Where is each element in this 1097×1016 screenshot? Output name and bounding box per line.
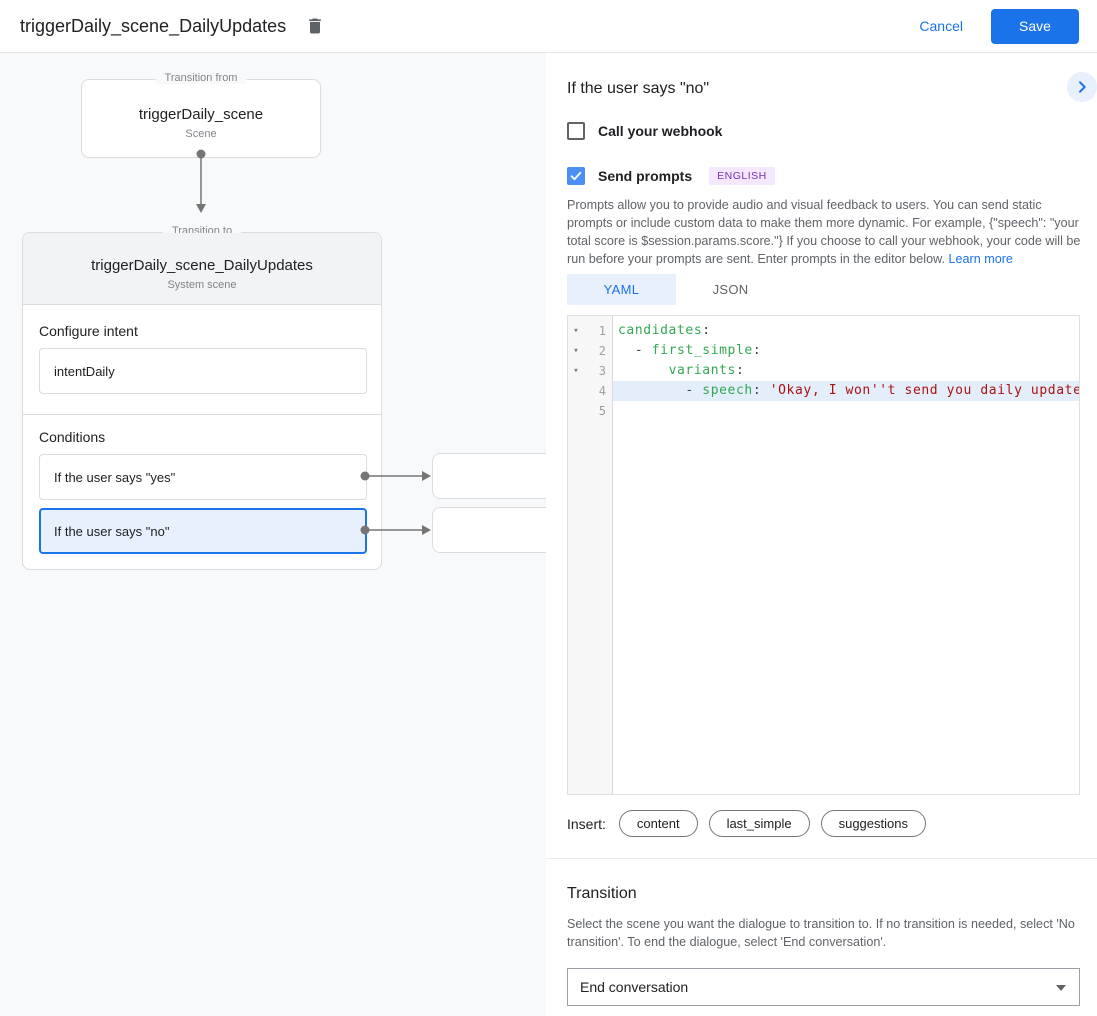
code-line: ▾ 1 candidates:: [568, 321, 1079, 341]
fold-toggle-icon[interactable]: ▾: [573, 346, 579, 356]
prompts-checkbox-label: Send prompts: [598, 168, 693, 184]
tab-json[interactable]: JSON: [712, 282, 749, 297]
transition-heading: Transition: [567, 885, 637, 902]
flow-canvas: Transition from triggerDaily_scene Scene…: [0, 53, 546, 1016]
condition-item-no[interactable]: If the user says "no": [39, 508, 367, 554]
code-line: ▾ 2 - first_simple:: [568, 341, 1079, 361]
configure-intent-label: Configure intent: [39, 323, 138, 339]
learn-more-link[interactable]: Learn more: [948, 252, 1013, 266]
insert-chip-suggestions[interactable]: suggestions: [820, 810, 926, 837]
prompts-description: Prompts allow you to provide audio and v…: [567, 196, 1083, 268]
caret-down-icon: [1056, 985, 1066, 991]
insert-chip-content[interactable]: content: [618, 810, 698, 837]
code-line: 5: [568, 401, 1079, 421]
line-number: 3: [598, 364, 606, 378]
language-badge: ENGLISH: [709, 167, 775, 185]
trash-icon: [305, 16, 325, 36]
line-number: 1: [598, 324, 606, 338]
code-editor[interactable]: ▾ 1 candidates: ▾ 2 - first_simple: ▾ 3 varian…: [567, 315, 1080, 795]
code-line-text: - speech: 'Okay, I won''t send you daily…: [613, 381, 1079, 401]
transition-target-node[interactable]: [432, 453, 546, 499]
transition-to-header[interactable]: triggerDaily_scene_DailyUpdates System s…: [23, 233, 381, 305]
top-bar: triggerDaily_scene_DailyUpdates Cancel S…: [0, 0, 1097, 53]
webhook-checkbox-row[interactable]: Call your webhook: [567, 122, 722, 140]
code-line: 4 - speech: 'Okay, I won''t send you dai…: [568, 381, 1079, 401]
condition-item-yes[interactable]: If the user says "yes": [39, 454, 367, 500]
tab-yaml[interactable]: YAML: [567, 274, 676, 305]
code-line: ▾ 3 variants:: [568, 361, 1079, 381]
transition-description: Select the scene you want the dialogue t…: [567, 917, 1075, 950]
scene-name: triggerDaily_scene: [138, 105, 264, 123]
scene-type: Scene: [185, 127, 217, 140]
transition-target-node[interactable]: [432, 507, 546, 553]
fold-toggle-icon[interactable]: ▾: [573, 366, 579, 376]
checkmark-icon: [569, 169, 583, 183]
code-editor-lines: ▾ 1 candidates: ▾ 2 - first_simple: ▾ 3 varian…: [568, 316, 1079, 421]
card-divider: [23, 414, 381, 415]
webhook-checkbox[interactable]: [567, 122, 585, 140]
editor-format-tabs: YAML JSON: [567, 274, 785, 305]
webhook-checkbox-label: Call your webhook: [598, 123, 723, 139]
scene-name: triggerDaily_scene_DailyUpdates: [91, 256, 313, 274]
cancel-button[interactable]: Cancel: [919, 18, 963, 34]
chevron-right-icon: [1074, 79, 1090, 95]
condition-detail-panel: If the user says "no" Call your webhook …: [546, 53, 1097, 1016]
conditions-label: Conditions: [39, 429, 106, 445]
prompts-description-text: Prompts allow you to provide audio and v…: [567, 198, 1081, 266]
panel-title: If the user says "no": [567, 80, 710, 97]
transition-dropdown-value: End conversation: [580, 979, 689, 995]
insert-chip-last-simple[interactable]: last_simple: [708, 810, 810, 837]
line-number: 2: [598, 344, 606, 358]
prompts-checkbox-row[interactable]: Send prompts ENGLISH: [567, 167, 775, 185]
transition-from-node[interactable]: Transition from triggerDaily_scene Scene: [81, 72, 321, 158]
delete-button[interactable]: [302, 13, 328, 39]
page-title: triggerDaily_scene_DailyUpdates: [20, 15, 287, 36]
code-line-text: candidates:: [618, 323, 711, 338]
save-button[interactable]: Save: [991, 8, 1079, 44]
code-line-text: - first_simple:: [618, 343, 762, 358]
transition-to-card: Transition to triggerDaily_scene_DailyUp…: [22, 225, 382, 570]
code-line-text: [613, 401, 1079, 421]
code-line-text: variants:: [668, 363, 745, 378]
line-number: 5: [598, 404, 606, 418]
intent-item[interactable]: intentDaily: [39, 348, 367, 394]
scene-type: System scene: [167, 278, 237, 291]
collapse-panel-button[interactable]: [1067, 72, 1097, 102]
transition-dropdown[interactable]: End conversation: [567, 968, 1080, 1006]
section-divider: [546, 858, 1097, 859]
line-number: 4: [598, 384, 606, 398]
prompts-checkbox[interactable]: [567, 167, 585, 185]
fold-toggle-icon[interactable]: ▾: [573, 326, 579, 336]
transition-from-legend: Transition from: [155, 72, 247, 84]
insert-toolbar: Insert: content last_simple suggestions: [567, 810, 926, 837]
insert-label: Insert:: [567, 815, 606, 832]
